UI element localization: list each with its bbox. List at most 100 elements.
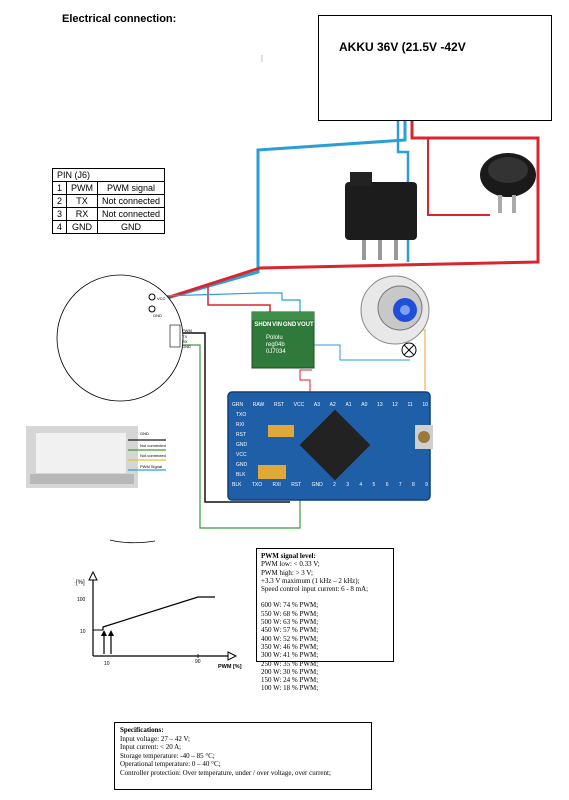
arduino-pin-label: RXI	[272, 482, 281, 488]
pwm-level: 600 W: 74 % PWM;	[261, 601, 319, 610]
pwm-level: 500 W: 63 % PWM;	[261, 618, 319, 627]
arduino-pin-label: 4	[359, 482, 363, 488]
arduino-pin-label: 5	[372, 482, 376, 488]
controller-pin-rx: RX	[182, 339, 188, 344]
arduino-pin-label: RXI	[236, 422, 245, 428]
pin-name: GND	[66, 220, 99, 234]
pin-number: 1	[51, 181, 68, 195]
graph-curve	[102, 596, 215, 630]
spec-line: Input current: < 20 A;	[120, 743, 182, 752]
graph-x-tick-90: 90	[195, 659, 201, 665]
controller-box	[26, 426, 138, 488]
pin-function: Not connected	[97, 207, 166, 221]
specifications-box: Specifications: Input voltage: 27 – 42 V…	[114, 722, 372, 790]
arduino-pin-label: 6	[385, 482, 389, 488]
wire-label-pwm: PWM Signal	[140, 464, 163, 469]
wire-vout	[312, 344, 410, 361]
controller-wires	[128, 439, 166, 471]
arduino-pin-label: 8	[412, 482, 415, 488]
spec-box-title: Specifications:	[120, 726, 164, 734]
arduino-pin-label: 9	[425, 482, 428, 488]
pwm-line: PWM high: > 3 V;	[261, 568, 313, 577]
arduino-pin-label: 2	[333, 482, 336, 488]
regulator-text: Pololu reg04b 0J7034	[266, 335, 286, 356]
arduino-pin-label: GND	[236, 462, 248, 468]
arduino-pin-label: A3	[313, 402, 320, 408]
controller-pin-tx: TX	[182, 334, 188, 339]
arduino-pin-label: 13	[377, 402, 383, 408]
pwm-level: 200 W: 30 % PWM;	[261, 667, 319, 676]
black-wire-pwm	[178, 332, 290, 503]
arduino-pin-label: RAW	[252, 402, 265, 408]
blue-wire-main	[159, 121, 407, 302]
graph-y-tick-100: 100	[77, 597, 86, 603]
regulator-brand: Pololu	[266, 335, 283, 341]
wire-label-nc-2: Not connected	[140, 453, 166, 458]
controller-gnd-label: GND	[153, 313, 162, 318]
relay	[345, 172, 417, 260]
arduino-pin-label: 3	[346, 482, 350, 488]
arduino-pin-label: GND	[236, 442, 248, 448]
wire-orange	[420, 329, 426, 390]
pwm-level: 150 W: 24 % PWM;	[261, 676, 319, 685]
controller-vcc-label: VCC	[157, 296, 166, 301]
lamp-symbol	[401, 342, 417, 358]
arduino-pin-label: RST	[291, 482, 302, 488]
controller-pin-pwm: PWM	[182, 328, 192, 333]
pin-function: Not connected	[97, 194, 166, 208]
wire-lamp	[299, 369, 312, 402]
pwm-level: 550 W: 68 % PWM;	[261, 609, 319, 618]
arduino-pin-label: BLK	[236, 472, 246, 478]
arduino-pin-label: 7	[398, 482, 402, 488]
regulator-pin-vin: VIN	[272, 322, 283, 328]
graph-y-tick-10: 10	[80, 629, 86, 635]
rocker-switch	[480, 153, 536, 213]
arduino-pin-label: VCC	[293, 402, 305, 408]
pwm-line: Speed control input current: 6 - 8 mA;	[261, 585, 369, 594]
arduino-pin-label: GRN	[232, 402, 244, 408]
pin-name: TX	[66, 194, 99, 208]
arduino-pin-label: 10	[422, 402, 428, 408]
spec-line: Input voltage: 27 – 42 V;	[120, 734, 190, 743]
red-wire-relay	[427, 138, 490, 216]
graph-x-tick-10: 10	[104, 661, 110, 667]
graph-arrow-2-head	[108, 630, 114, 636]
regulator-model: reg04b	[266, 342, 285, 348]
page-heading: Electrical connection:	[62, 13, 177, 25]
graph-x-arrow	[227, 651, 238, 661]
spec-line: Controller protection: Over temperature,…	[120, 768, 331, 777]
graph-y-arrow	[88, 570, 98, 581]
regulator-pins: SHDN VIN GND VOUT	[254, 322, 314, 328]
pin-function: PWM signal	[97, 181, 166, 195]
wire-label-gnd: GND	[140, 431, 149, 436]
arduino-pin-label: VCC	[236, 452, 247, 458]
graph-arrow-1-head	[101, 630, 107, 636]
arduino-pin-label: A2	[329, 402, 336, 408]
pwm-level: 300 W: 41 % PWM;	[261, 651, 319, 660]
pwm-level: 100 W: 18 % PWM;	[261, 684, 319, 693]
pwm-level: 250 W: 35 % PWM;	[261, 659, 319, 668]
pin-name: PWM	[66, 181, 99, 195]
wires	[159, 121, 540, 529]
regulator-code: 0J7034	[266, 349, 286, 355]
pwm-box-title: PWM signal level:	[261, 552, 316, 560]
regulator-pin-vout: VOUT	[296, 322, 314, 328]
arduino-pin-label: BLK	[232, 482, 242, 488]
spec-line: Operational temperature: 0 – 40 °C;	[120, 760, 221, 769]
pin-number: 4	[51, 220, 68, 234]
pwm-level: 400 W: 52 % PWM;	[261, 634, 319, 643]
blue-wire-reg	[159, 292, 301, 318]
battery-box: AKKU 36V (21.5V -42V	[318, 15, 552, 121]
pin-name: RX	[66, 207, 99, 221]
green-wire-gnd	[178, 344, 301, 529]
pin-function: GND	[97, 220, 166, 234]
red-wire-main	[159, 121, 540, 302]
